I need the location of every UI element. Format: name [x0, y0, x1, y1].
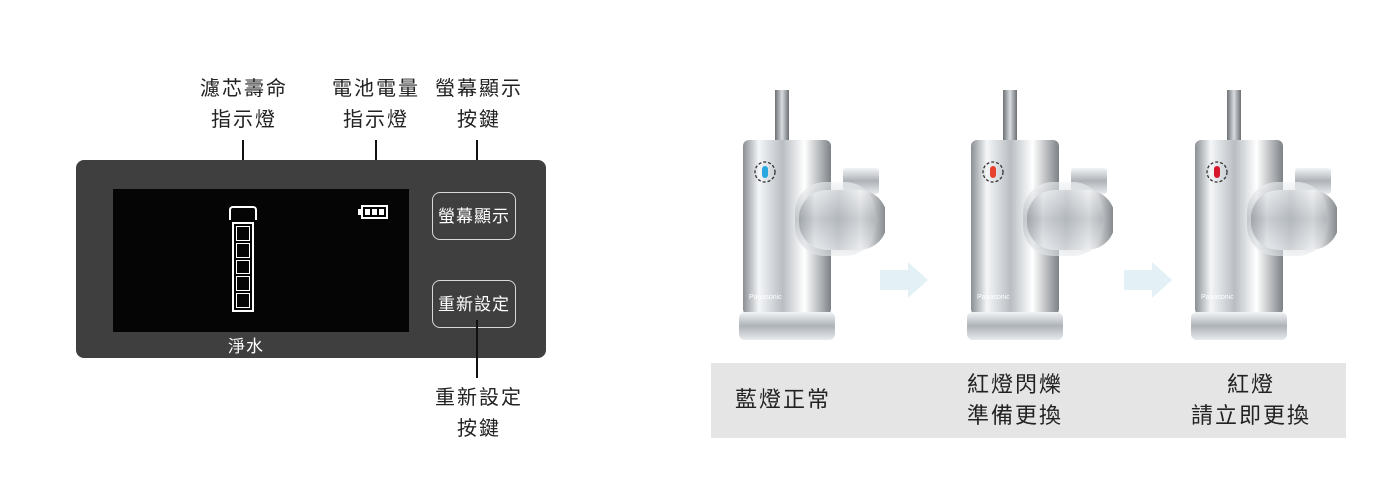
display-button-callout: 螢幕顯示 按鍵	[425, 73, 533, 135]
arrow-right-icon	[880, 262, 928, 298]
filter-life-gauge-icon	[228, 206, 260, 316]
display-button[interactable]: 螢幕顯示	[432, 192, 516, 240]
battery-indicator-callout-line1: 電池電量	[332, 76, 420, 100]
display-button-callout-line2: 按鍵	[457, 107, 501, 131]
battery-indicator-callout: 電池電量 指示燈	[322, 73, 430, 135]
faucet-blinking: Panasonic	[967, 90, 1113, 340]
battery-bar	[365, 209, 370, 215]
status-replace-now-line2: 請立即更換	[1190, 404, 1311, 429]
faucet-indicator-light	[1214, 166, 1220, 178]
battery-indicator-callout-line2: 指示燈	[343, 107, 409, 131]
filter-gauge-segment	[236, 226, 250, 241]
reset-button-callout-line2: 按鍵	[457, 416, 501, 440]
arrow-right-icon	[1124, 262, 1172, 298]
reset-button[interactable]: 重新設定	[432, 280, 516, 328]
filter-gauge-segment	[236, 259, 250, 275]
status-blinking: 紅燈閃爍 準備更換	[950, 370, 1080, 432]
filter-gauge-segment	[236, 276, 250, 292]
faucet-normal: Panasonic	[739, 90, 885, 340]
faucet-brand-label: Panasonic	[977, 294, 1010, 301]
reset-button-callout: 重新設定 按鍵	[420, 382, 538, 444]
control-panel: 淨水 螢幕顯示 重新設定	[76, 160, 546, 358]
filter-gauge-body	[232, 222, 254, 312]
status-replace-now-line1: 紅燈	[1226, 373, 1275, 398]
faucet-indicator-light	[990, 166, 996, 178]
battery-icon	[358, 205, 388, 219]
battery-bar	[372, 209, 377, 215]
status-normal-line1: 藍燈正常	[735, 388, 832, 413]
faucet-brand-label: Panasonic	[1201, 294, 1234, 301]
lcd-mode-label: 淨水	[228, 337, 264, 357]
filter-gauge-segment	[236, 242, 250, 258]
faucet-replace-now: Panasonic	[1191, 90, 1337, 340]
filter-indicator-callout-line1: 濾芯壽命	[200, 76, 288, 100]
faucet-brand-label: Panasonic	[749, 294, 782, 301]
filter-gauge-segment	[236, 293, 250, 308]
battery-body	[361, 205, 388, 219]
battery-bar	[379, 209, 384, 215]
status-strip	[711, 363, 1346, 438]
filter-indicator-callout: 濾芯壽命 指示燈	[190, 73, 298, 135]
status-blinking-line1: 紅燈閃爍	[966, 373, 1063, 398]
status-normal: 藍燈正常	[735, 385, 845, 416]
reset-button-leader	[476, 320, 478, 378]
battery-tip	[358, 209, 361, 215]
filter-gauge-cap	[229, 206, 257, 220]
filter-indicator-callout-line2: 指示燈	[211, 107, 277, 131]
display-button-callout-line1: 螢幕顯示	[435, 76, 523, 100]
faucet-indicator-light	[762, 166, 768, 178]
status-replace-now: 紅燈 請立即更換	[1176, 370, 1326, 432]
reset-button-callout-line1: 重新設定	[435, 385, 523, 409]
status-blinking-line2: 準備更換	[966, 404, 1063, 429]
